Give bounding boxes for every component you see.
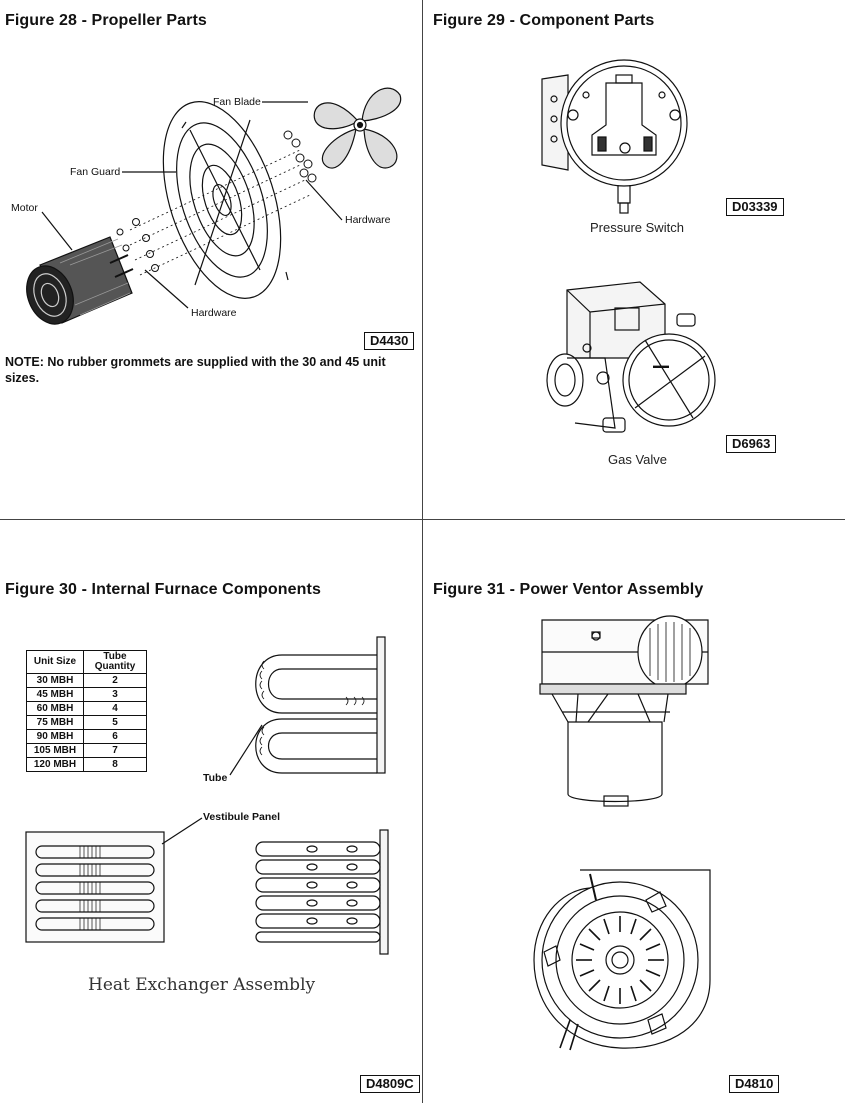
table-cell: 30 MBH: [26, 673, 84, 688]
gas-valve-drawing: ▬▬: [546, 281, 716, 433]
power-ventor-side-drawing: [539, 615, 709, 807]
heat-exchanger-caption: Heat Exchanger Assembly: [88, 975, 316, 995]
hardware-label-lower: Hardware: [191, 307, 237, 319]
pressure-switch-caption: Pressure Switch: [590, 220, 684, 235]
table-cell: 4: [83, 701, 147, 716]
table-header-unit-size: Unit Size: [26, 650, 84, 674]
serpentine-tube-drawing: [229, 636, 386, 776]
svg-text:▬▬: ▬▬: [653, 361, 669, 370]
table-cell: 5: [83, 715, 147, 730]
figure-28-code: D4430: [364, 332, 415, 350]
tube-label: Tube: [203, 772, 228, 784]
vestibule-panel-drawing: [25, 817, 203, 943]
vestibule-panel-label: Vestibule Panel: [203, 811, 281, 823]
motor-label: Motor: [11, 202, 38, 214]
vertical-divider: [422, 0, 423, 1103]
pressure-switch-drawing: [541, 59, 688, 214]
heat-exchanger-assembly-drawing: [255, 829, 389, 955]
figure-31-title: Figure 31 - Power Ventor Assembly: [433, 581, 704, 598]
gas-valve-code: D6963: [726, 435, 777, 453]
figure-30-code: D4809C: [360, 1075, 420, 1093]
propeller-parts-drawing: [26, 87, 402, 325]
fan-blade-label: Fan Blade: [213, 96, 261, 108]
fan-guard-label: Fan Guard: [70, 166, 121, 178]
table-cell: 120 MBH: [26, 757, 84, 772]
figure-28-title: Figure 28 - Propeller Parts: [5, 12, 207, 29]
pressure-switch-code: D03339: [726, 198, 784, 216]
table-cell: 8: [83, 757, 147, 772]
figure-31-code: D4810: [729, 1075, 780, 1093]
table-cell: 6: [83, 729, 147, 744]
figure-30-title: Figure 30 - Internal Furnace Components: [5, 581, 321, 598]
table-header-tube-quantity: Tube Quantity: [83, 650, 147, 674]
table-cell: 90 MBH: [26, 729, 84, 744]
figure-28-note: NOTE: No rubber grommets are supplied wi…: [5, 355, 386, 385]
gas-valve-caption: Gas Valve: [608, 452, 668, 467]
table-cell: 75 MBH: [26, 715, 84, 730]
table-cell: 45 MBH: [26, 687, 84, 702]
hardware-label-upper: Hardware: [345, 214, 391, 226]
table-cell: 60 MBH: [26, 701, 84, 716]
table-cell: 7: [83, 743, 147, 758]
figure-29-title: Figure 29 - Component Parts: [433, 12, 655, 29]
horizontal-divider: [0, 519, 845, 520]
table-cell: 2: [83, 673, 147, 688]
power-ventor-front-drawing: [533, 869, 711, 1051]
table-cell: 3: [83, 687, 147, 702]
table-cell: 105 MBH: [26, 743, 84, 758]
